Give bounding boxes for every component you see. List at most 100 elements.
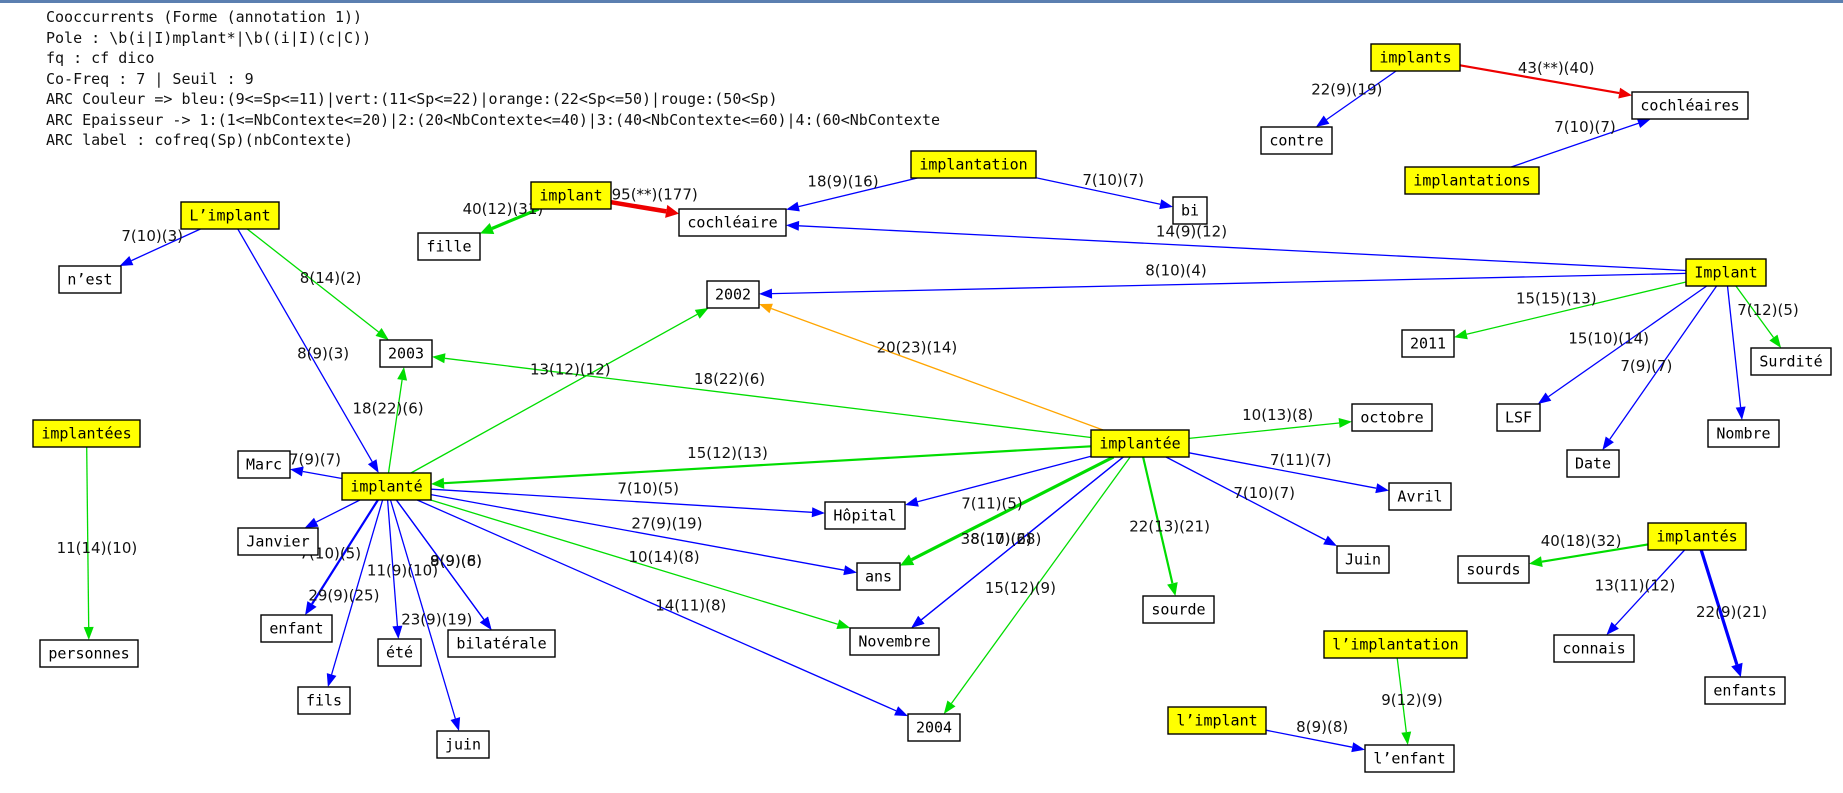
- node-n2011[interactable]: 2011: [1401, 329, 1455, 358]
- node-box[interactable]: [58, 265, 122, 294]
- node-label: 2004: [916, 719, 952, 737]
- node-box[interactable]: [706, 280, 760, 309]
- pole-node-box[interactable]: [1167, 706, 1267, 735]
- node-Implant[interactable]: Implant: [1685, 258, 1767, 287]
- node-Hopital[interactable]: Hôpital: [824, 501, 906, 530]
- pole-node-box[interactable]: [1323, 630, 1468, 659]
- node-box[interactable]: [1388, 482, 1452, 511]
- node-box[interactable]: [678, 208, 787, 237]
- pole-node-box[interactable]: [530, 181, 612, 210]
- node-implantees[interactable]: implantées: [32, 419, 141, 448]
- node-box[interactable]: [824, 501, 906, 530]
- node-fille[interactable]: fille: [417, 232, 481, 261]
- node-nest[interactable]: n’est: [58, 265, 122, 294]
- node-box[interactable]: [1566, 449, 1620, 478]
- node-juin[interactable]: juin: [436, 730, 490, 759]
- node-implantations[interactable]: implantations: [1404, 166, 1540, 195]
- node-box[interactable]: [1553, 634, 1635, 663]
- node-n2004[interactable]: 2004: [907, 713, 961, 742]
- pole-node-box[interactable]: [1647, 522, 1747, 551]
- edge-arrowhead-implantee-Juin: [1323, 535, 1337, 546]
- pole-node-box[interactable]: [1404, 166, 1540, 195]
- node-box[interactable]: [1496, 403, 1541, 432]
- pole-node-box[interactable]: [1370, 43, 1461, 72]
- node-sourde[interactable]: sourde: [1142, 595, 1215, 624]
- node-enfant[interactable]: enfant: [260, 614, 333, 643]
- pole-node-box[interactable]: [1090, 429, 1190, 458]
- node-Juin[interactable]: Juin: [1336, 545, 1390, 574]
- node-n2002[interactable]: 2002: [706, 280, 760, 309]
- pole-node-box[interactable]: [1685, 258, 1767, 287]
- node-bi[interactable]: bi: [1172, 196, 1208, 225]
- node-box[interactable]: [237, 527, 319, 556]
- node-box[interactable]: [849, 627, 940, 656]
- node-enfants[interactable]: enfants: [1704, 676, 1786, 705]
- node-personnes[interactable]: personnes: [39, 639, 139, 668]
- node-limplantation[interactable]: l’implantation: [1323, 630, 1468, 659]
- node-box[interactable]: [1351, 403, 1433, 432]
- node-box[interactable]: [1750, 347, 1832, 376]
- node-Surdite[interactable]: Surdité: [1750, 347, 1832, 376]
- node-cochleaires[interactable]: cochléaires: [1631, 91, 1749, 120]
- node-label: Surdité: [1759, 353, 1822, 371]
- pole-node-box[interactable]: [180, 201, 280, 230]
- node-box[interactable]: [1631, 91, 1749, 120]
- edge-arrowhead-implantes-sourds: [1529, 556, 1543, 567]
- node-n2003[interactable]: 2003: [379, 339, 433, 368]
- node-box[interactable]: [856, 562, 901, 591]
- node-Avril[interactable]: Avril: [1388, 482, 1452, 511]
- node-box[interactable]: [377, 638, 422, 667]
- pole-node-box[interactable]: [32, 419, 141, 448]
- node-Marc[interactable]: Marc: [237, 450, 291, 479]
- node-box[interactable]: [1707, 419, 1780, 448]
- node-box[interactable]: [1704, 676, 1786, 705]
- node-implantation[interactable]: implantation: [910, 150, 1037, 179]
- node-sourds[interactable]: sourds: [1457, 555, 1530, 584]
- node-box[interactable]: [260, 614, 333, 643]
- node-lenfant[interactable]: l’enfant: [1364, 744, 1455, 773]
- pole-node-box[interactable]: [341, 472, 432, 501]
- node-LSF[interactable]: LSF: [1496, 403, 1541, 432]
- edge-label: 13(11)(12): [1595, 577, 1676, 595]
- node-Janvier[interactable]: Janvier: [237, 527, 319, 556]
- node-fils[interactable]: fils: [297, 686, 351, 715]
- node-box[interactable]: [297, 686, 351, 715]
- node-box[interactable]: [1172, 196, 1208, 225]
- node-box[interactable]: [1260, 126, 1333, 155]
- pole-node-box[interactable]: [910, 150, 1037, 179]
- edge-arrowhead-implantation-cochleaire: [786, 201, 800, 212]
- node-box[interactable]: [1457, 555, 1530, 584]
- node-contre[interactable]: contre: [1260, 126, 1333, 155]
- node-bilaterale[interactable]: bilatérale: [447, 629, 556, 658]
- node-box[interactable]: [436, 730, 490, 759]
- node-Date[interactable]: Date: [1566, 449, 1620, 478]
- node-label: Implant: [1694, 264, 1757, 282]
- node-box[interactable]: [1364, 744, 1455, 773]
- node-box[interactable]: [907, 713, 961, 742]
- node-box[interactable]: [39, 639, 139, 668]
- edge-arrowhead-limplant-lenfant: [1351, 742, 1365, 753]
- node-box[interactable]: [237, 450, 291, 479]
- node-box[interactable]: [1401, 329, 1455, 358]
- node-connais[interactable]: connais: [1553, 634, 1635, 663]
- node-implantes[interactable]: implantés: [1647, 522, 1747, 551]
- node-ans[interactable]: ans: [856, 562, 901, 591]
- node-Nombre[interactable]: Nombre: [1707, 419, 1780, 448]
- node-implantee[interactable]: implantée: [1090, 429, 1190, 458]
- node-Limplant[interactable]: L’implant: [180, 201, 280, 230]
- node-implants[interactable]: implants: [1370, 43, 1461, 72]
- node-limplant[interactable]: l’implant: [1167, 706, 1267, 735]
- node-implante[interactable]: implanté: [341, 472, 432, 501]
- node-ete[interactable]: été: [377, 638, 422, 667]
- node-label: octobre: [1360, 409, 1423, 427]
- node-cochleaire[interactable]: cochléaire: [678, 208, 787, 237]
- node-box[interactable]: [1336, 545, 1390, 574]
- node-box[interactable]: [1142, 595, 1215, 624]
- node-implant[interactable]: implant: [530, 181, 612, 210]
- node-octobre[interactable]: octobre: [1351, 403, 1433, 432]
- node-box[interactable]: [417, 232, 481, 261]
- edge-label: 18(22)(6): [353, 399, 424, 417]
- node-box[interactable]: [447, 629, 556, 658]
- node-box[interactable]: [379, 339, 433, 368]
- node-Novembre[interactable]: Novembre: [849, 627, 940, 656]
